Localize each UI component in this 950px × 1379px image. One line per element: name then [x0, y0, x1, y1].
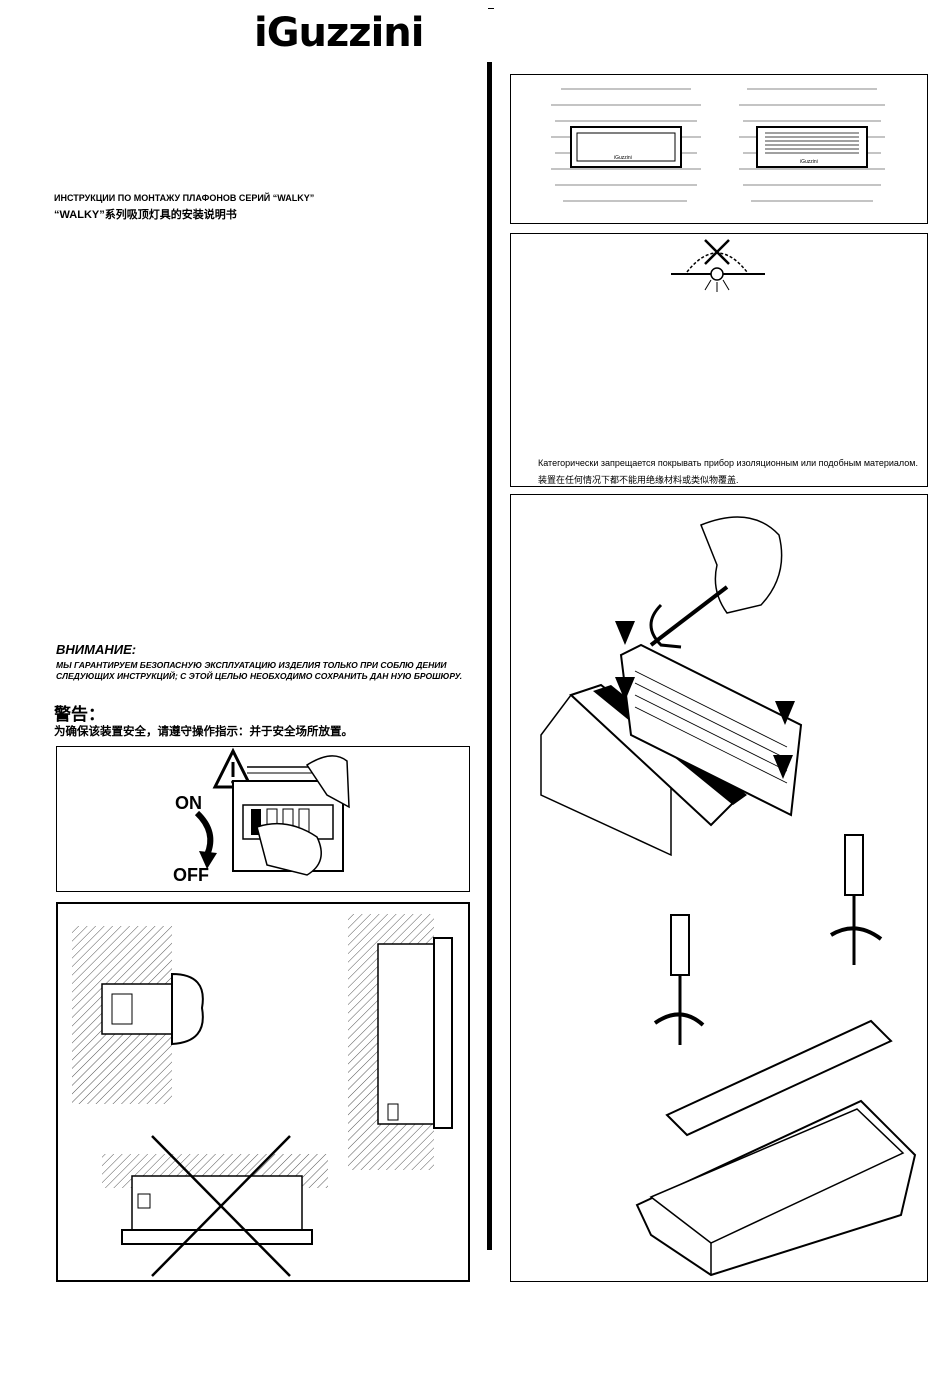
- title-russian: ИНСТРУКЦИИ ПО МОНТАЖУ ПЛАФОНОВ СЕРИЙ “WA…: [54, 193, 315, 203]
- product-label-right: iGuzzini: [800, 159, 818, 165]
- power-off-illustration: ON OFF: [173, 747, 350, 885]
- title-chinese: “WALKY”系列吸顶灯具的安装说明书: [54, 209, 237, 221]
- warning-heading-chinese: 警告：: [54, 705, 105, 724]
- installation-position-illustration: [72, 914, 453, 1277]
- on-label: ON: [175, 793, 202, 813]
- do-not-cover-panel: [510, 233, 928, 487]
- down-arrow-icon: [199, 851, 217, 869]
- logo-mark: [488, 8, 494, 9]
- screwdriver-icon: [670, 914, 690, 976]
- rotate-arrow-icon: [649, 603, 682, 649]
- brand-logo: iGuzzini: [254, 10, 424, 56]
- down-arrow-icon: [615, 621, 635, 645]
- notice-chinese: 装置在任何情况下都不能用绝缘材料或类似物覆盖.: [538, 475, 739, 485]
- product-label-left: iGuzzini: [614, 155, 632, 161]
- brick-wall-illustration: iGuzzini iGuzzini: [551, 88, 885, 202]
- warning-heading-russian: ВНИМАНИЕ:: [56, 642, 137, 657]
- power-off-panel: ON OFF: [56, 746, 470, 892]
- off-label: OFF: [173, 865, 209, 885]
- assembly-panel: [510, 494, 928, 1282]
- column-divider: [487, 62, 492, 1250]
- brick-wall-panel: iGuzzini iGuzzini: [510, 74, 928, 224]
- warning-text-chinese: 为确保该装置安全，请遵守操作指示：并于安全场所放置。: [54, 726, 353, 738]
- do-not-cover-icon: [671, 239, 765, 292]
- warning-text-russian: МЫ ГАРАНТИРУЕМ БЕЗОПАСНУЮ ЭКСПЛУАТАЦИЮ И…: [56, 660, 463, 681]
- assembly-illustration: [540, 516, 917, 1277]
- installation-position-panel: [56, 902, 470, 1282]
- notice-russian: Категорически запрещается покрывать приб…: [538, 458, 918, 468]
